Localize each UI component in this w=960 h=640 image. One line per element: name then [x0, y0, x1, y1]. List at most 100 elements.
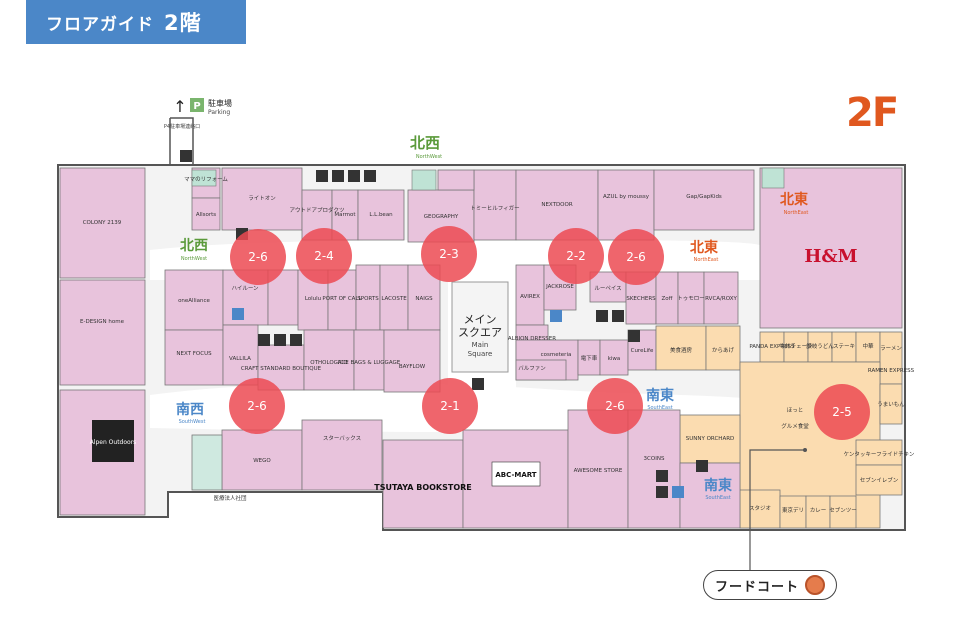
parking-connector	[169, 117, 194, 165]
store-varufan[interactable]	[515, 359, 567, 381]
accessible-icon	[332, 170, 344, 182]
store-fc5[interactable]	[855, 331, 881, 363]
store-one-alliance[interactable]	[164, 269, 224, 331]
label-fc2: 牛丼チェーン	[780, 342, 813, 350]
entrance-ne2-en: NorthEast	[694, 257, 719, 263]
store-panda[interactable]	[759, 331, 785, 363]
store-vallila[interactable]	[222, 324, 259, 386]
parking-arrow: ↑	[173, 97, 186, 116]
label-edesign: E-DESIGN home	[80, 319, 125, 325]
label-sunny: SUNNY ORCHARD	[686, 436, 735, 442]
store-ukiyo[interactable]	[879, 383, 903, 425]
store-llbean[interactable]	[357, 189, 405, 241]
store-azul[interactable]	[597, 169, 655, 241]
food-court-callout[interactable]: フードコート	[703, 570, 837, 600]
store-rvca[interactable]	[703, 271, 739, 325]
store-kiwa[interactable]	[599, 339, 629, 376]
label-gap: Gap/GapKids	[686, 194, 722, 200]
floor-guide-header: フロアガイド 2階	[26, 0, 246, 44]
label-outdoor: アウトドアプロダクツ	[289, 206, 344, 214]
label-zoff: Zoff	[662, 296, 673, 302]
store-hm[interactable]	[759, 167, 903, 329]
marker-2-4[interactable]	[296, 228, 352, 284]
label-varufan: バルファン	[518, 365, 546, 372]
food-court-pointer-dot	[803, 448, 807, 452]
alpen-logo	[92, 420, 134, 462]
restroom-icon	[316, 170, 328, 182]
label-azul: AZUL by moussy	[603, 194, 650, 200]
store-averex[interactable]	[515, 264, 545, 326]
marker-2-6a[interactable]	[230, 229, 286, 285]
label-marmot: Marmot	[334, 212, 356, 218]
store-tsutaya[interactable]	[382, 439, 464, 529]
main-square-en2: Square	[468, 350, 493, 358]
store-kentucky[interactable]	[855, 439, 903, 466]
entrance-ne-en: NorthEast	[784, 210, 809, 216]
store-raitoon[interactable]	[221, 167, 303, 231]
store-bayflow[interactable]	[383, 329, 441, 393]
accessible-icon-3	[274, 334, 286, 346]
marker-2-1[interactable]	[422, 378, 478, 434]
store-lacoste[interactable]	[379, 264, 409, 331]
marker-2-3[interactable]	[421, 226, 477, 282]
entrance-se-jp: 南東	[646, 387, 674, 404]
store-sunny[interactable]	[679, 414, 741, 464]
store-fc4[interactable]	[831, 331, 857, 363]
entrance-ne2-jp: 北東	[690, 239, 718, 256]
marker-2-2[interactable]	[548, 228, 604, 284]
label-3coins: 3COINS	[644, 456, 665, 462]
store-tomorrow[interactable]	[677, 271, 705, 325]
label-ukiyo: うまいもん	[877, 401, 905, 408]
store-tokyo[interactable]	[779, 495, 807, 529]
label-averex: AVIREX	[520, 294, 540, 300]
store-next-focus[interactable]	[164, 329, 224, 386]
store-seven[interactable]	[855, 464, 903, 496]
store-food-ss[interactable]	[739, 489, 781, 529]
family-icon-2	[596, 310, 608, 322]
store-ramen[interactable]	[879, 331, 903, 385]
main-square-jp1: メイン	[464, 313, 497, 326]
store-toumori2[interactable]	[437, 169, 475, 191]
marker-2-6d[interactable]	[587, 378, 643, 434]
marker-2-6c[interactable]	[229, 378, 285, 434]
parking-icon-letter: P	[193, 101, 200, 112]
store-wego[interactable]	[221, 429, 303, 491]
clinic-area	[191, 434, 223, 491]
restroom-icon-3	[550, 310, 562, 322]
label-hotto: ほっと	[787, 407, 804, 414]
store-sevin[interactable]	[829, 495, 857, 529]
marker-label-2-6b: 2-6	[626, 250, 646, 264]
store-sports[interactable]	[355, 264, 381, 331]
parking-label-en: Parking	[208, 109, 230, 116]
main-square-jp2: スクエア	[458, 326, 502, 339]
store-edesign[interactable]	[59, 279, 146, 386]
store-rakuda[interactable]	[705, 325, 741, 371]
store-allsorts[interactable]	[191, 197, 221, 231]
store-south-east[interactable]	[679, 462, 741, 529]
family-icon-4	[672, 486, 684, 498]
label-fc5: 中華	[862, 342, 874, 350]
marker-2-6b[interactable]	[608, 229, 664, 285]
store-toumori[interactable]	[473, 169, 517, 241]
entrance-north-jp: 北西	[410, 134, 440, 152]
label-kentucky: ケンタッキーフライドチキン	[844, 450, 915, 458]
label-rvca: RVCA/ROXY	[705, 296, 737, 302]
main-square[interactable]	[451, 281, 509, 373]
label-skechers: SKECHERS	[626, 296, 656, 302]
facility-icons	[180, 150, 708, 498]
marker-label-2-5: 2-5	[832, 405, 852, 419]
store-gap[interactable]	[653, 169, 755, 231]
store-colony[interactable]	[59, 167, 146, 279]
food-court-icon	[805, 575, 825, 595]
store-tsutaya-cafe[interactable]	[301, 419, 383, 491]
store-otho[interactable]	[303, 329, 355, 391]
store-bikan[interactable]	[655, 325, 707, 371]
elevator-north	[411, 169, 437, 191]
store-3coins[interactable]	[627, 409, 681, 529]
marker-2-5[interactable]	[814, 384, 870, 440]
entrance-sw-en: SouthWest	[179, 419, 206, 425]
entrance-nw-jp: 北西	[180, 238, 208, 254]
family-icon-3	[290, 334, 302, 346]
store-nextdoor[interactable]	[515, 169, 599, 241]
store-ace[interactable]	[353, 329, 385, 391]
